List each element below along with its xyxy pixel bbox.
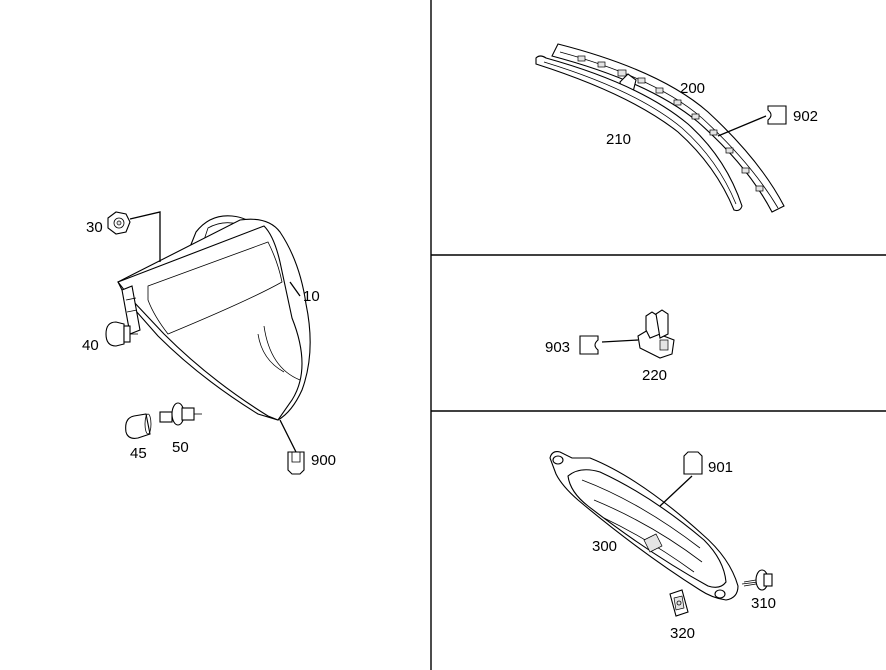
label-45: 45 [130,445,147,462]
leader-900 [279,419,297,453]
leader-903 [601,339,639,343]
connector-901-icon [683,451,703,475]
label-40: 40 [82,337,99,354]
tail-lamp-assembly[interactable] [117,215,311,421]
label-220: 220 [642,367,667,384]
bulb-socket-220[interactable] [637,309,675,359]
label-30: 30 [86,219,103,236]
connector-902-icon [767,105,787,125]
brake-light-300[interactable] [549,451,739,601]
screw-310[interactable] [741,569,773,591]
panel-dividers [430,0,886,670]
label-902: 902 [793,108,818,125]
label-900: 900 [311,452,336,469]
fastener-50[interactable] [159,402,202,426]
label-300: 300 [592,538,617,555]
label-50: 50 [172,439,189,456]
label-320: 320 [670,625,695,642]
leader-901 [659,475,693,507]
leader-10 [289,281,301,297]
connector-900-icon [287,451,305,475]
cap-45[interactable] [125,413,152,439]
label-210: 210 [606,131,631,148]
connector-903-icon [579,335,599,355]
clip-nut-320[interactable] [669,589,689,617]
label-901: 901 [708,459,733,476]
led-strip-200[interactable] [551,43,785,213]
nut-30[interactable] [107,211,131,235]
lens-strip-210[interactable] [535,55,743,212]
leader-30 [129,211,161,262]
label-903: 903 [545,339,570,356]
leader-902 [717,115,767,137]
label-200: 200 [680,80,705,97]
label-310: 310 [751,595,776,612]
label-10: 10 [303,288,320,305]
plug-40[interactable] [105,321,138,347]
